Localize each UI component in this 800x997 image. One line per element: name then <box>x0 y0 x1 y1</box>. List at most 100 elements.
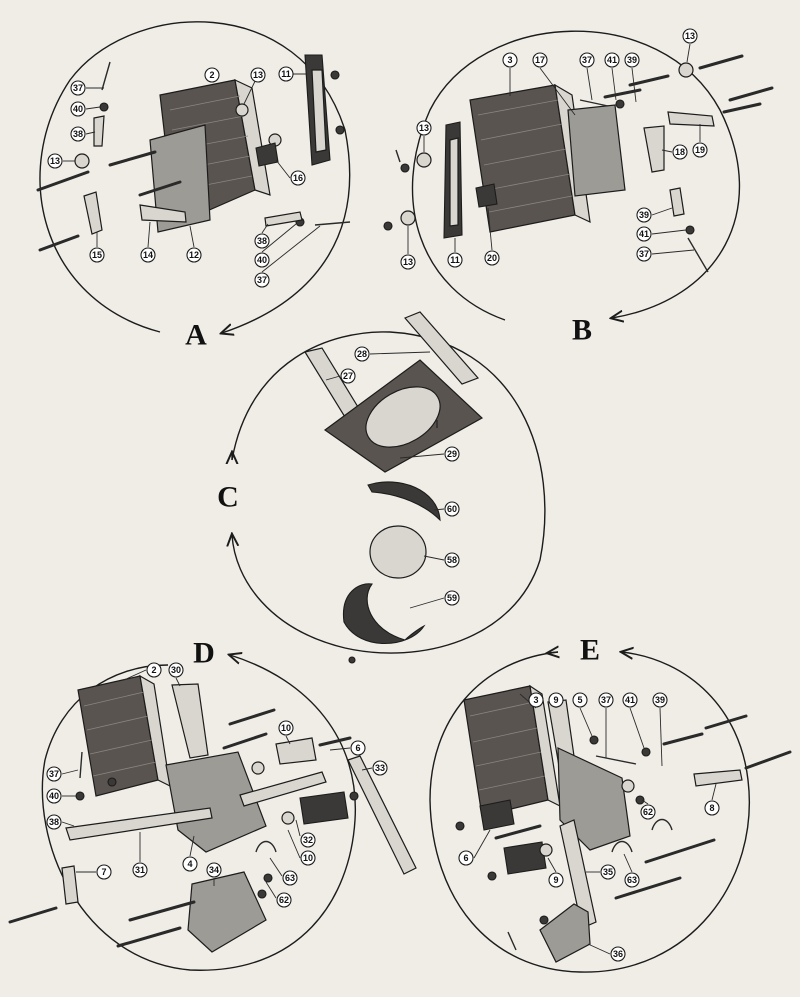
callout-b-37b: 37 <box>636 246 695 262</box>
view-c-screw <box>348 656 356 664</box>
view-d-nut <box>257 889 267 899</box>
view-e-nut <box>539 915 549 925</box>
view-e-letter: E <box>580 634 600 667</box>
svg-text:60: 60 <box>447 504 457 514</box>
callout-e-5: 5 <box>572 692 593 737</box>
view-b-lever <box>669 187 685 217</box>
svg-text:39: 39 <box>627 55 637 65</box>
view-b-bolt <box>728 86 774 102</box>
callout-b-39b: 39 <box>636 207 673 223</box>
svg-text:13: 13 <box>685 31 695 41</box>
view-d-wood-block <box>77 674 171 797</box>
callout-c-28: 28 <box>354 346 431 362</box>
callout-d-10b: 10 <box>287 829 316 866</box>
svg-text:17: 17 <box>535 55 545 65</box>
svg-text:3: 3 <box>533 695 538 705</box>
callout-e-9b: 9 <box>547 857 564 888</box>
view-e-cotter-pin <box>595 755 637 765</box>
svg-text:13: 13 <box>403 257 413 267</box>
svg-text:6: 6 <box>355 743 360 753</box>
svg-text:9: 9 <box>553 875 558 885</box>
svg-text:37: 37 <box>582 55 592 65</box>
svg-text:41: 41 <box>607 55 617 65</box>
svg-text:34: 34 <box>209 865 219 875</box>
view-a-bolt <box>36 170 90 192</box>
svg-text:33: 33 <box>375 763 385 773</box>
callout-e-8: 8 <box>704 783 720 816</box>
svg-text:20: 20 <box>487 253 497 263</box>
svg-text:30: 30 <box>171 665 181 675</box>
callout-a-14: 14 <box>140 221 156 263</box>
callout-e-35: 35 <box>586 864 616 880</box>
view-d-link <box>239 771 327 807</box>
view-d-washer <box>251 761 265 775</box>
svg-text:37: 37 <box>639 249 649 259</box>
callout-d-33: 33 <box>361 760 388 776</box>
view-d-short-arm <box>61 865 79 905</box>
view-c: C 28 27 29 60 58 59 <box>217 311 546 664</box>
callout-a-15: 15 <box>89 232 105 263</box>
view-e-bolt <box>662 732 704 746</box>
view-d-block <box>275 737 317 765</box>
callout-b-41: 41 <box>604 52 620 101</box>
view-d-bracket <box>187 871 267 953</box>
view-b-bolt <box>603 88 642 99</box>
callout-d-7: 7 <box>76 864 112 880</box>
svg-text:18: 18 <box>675 147 685 157</box>
callout-b-39: 39 <box>624 52 640 103</box>
view-b-washer <box>400 210 416 226</box>
svg-text:38: 38 <box>257 236 267 246</box>
view-a-lever <box>93 115 105 147</box>
svg-text:11: 11 <box>281 69 291 79</box>
view-c-boundary-arc <box>232 331 546 654</box>
view-d-long-arm <box>347 755 417 875</box>
view-e-bolt <box>704 714 748 730</box>
svg-text:10: 10 <box>281 723 291 733</box>
view-b-nut <box>400 163 410 173</box>
svg-text:6: 6 <box>463 853 468 863</box>
view-c-bezel-ring <box>367 481 441 522</box>
svg-text:62: 62 <box>643 807 653 817</box>
view-a-nut <box>330 70 340 80</box>
svg-text:39: 39 <box>639 210 649 220</box>
svg-text:16: 16 <box>293 173 303 183</box>
view-a-lever <box>139 204 187 223</box>
svg-text:41: 41 <box>625 695 635 705</box>
svg-text:2: 2 <box>209 70 214 80</box>
view-d-bolt <box>8 906 58 924</box>
view-e-wood-block <box>463 684 561 817</box>
callout-e-6: 6 <box>458 829 491 866</box>
svg-text:8: 8 <box>709 803 714 813</box>
view-a-boundary-arc <box>39 21 351 333</box>
view-c-bezel <box>342 583 426 644</box>
view-a-bolt <box>108 150 157 167</box>
svg-text:4: 4 <box>187 859 192 869</box>
callout-a-13: 13 <box>243 67 266 105</box>
view-a-bolt <box>138 180 182 197</box>
view-d-cotter-pin <box>79 751 83 779</box>
svg-text:28: 28 <box>357 349 367 359</box>
svg-text:9: 9 <box>553 695 558 705</box>
view-b-washer <box>416 152 432 168</box>
view-e-mounting-plate <box>557 747 631 851</box>
callout-a-38: 38 <box>70 126 96 142</box>
view-e-link <box>693 769 743 787</box>
view-e-cotter-pin <box>507 931 517 951</box>
callout-e-41: 41 <box>622 692 645 749</box>
view-e-nut <box>641 747 651 757</box>
view-a-nut <box>99 102 109 112</box>
view-d-bolt <box>128 900 196 922</box>
view-b-nut <box>685 225 695 235</box>
callout-e-63: 63 <box>623 853 640 888</box>
view-b-pin <box>395 149 401 163</box>
view-e-boundary-arc <box>429 652 750 973</box>
view-e-switch-body <box>479 799 515 831</box>
view-b-lever <box>643 125 665 173</box>
callout-c-58: 58 <box>423 552 460 568</box>
view-e-bolt <box>494 824 542 840</box>
view-d-boundary-arc <box>41 655 356 971</box>
view-c-glass <box>369 525 427 579</box>
svg-text:37: 37 <box>49 769 59 779</box>
svg-text:62: 62 <box>279 895 289 905</box>
